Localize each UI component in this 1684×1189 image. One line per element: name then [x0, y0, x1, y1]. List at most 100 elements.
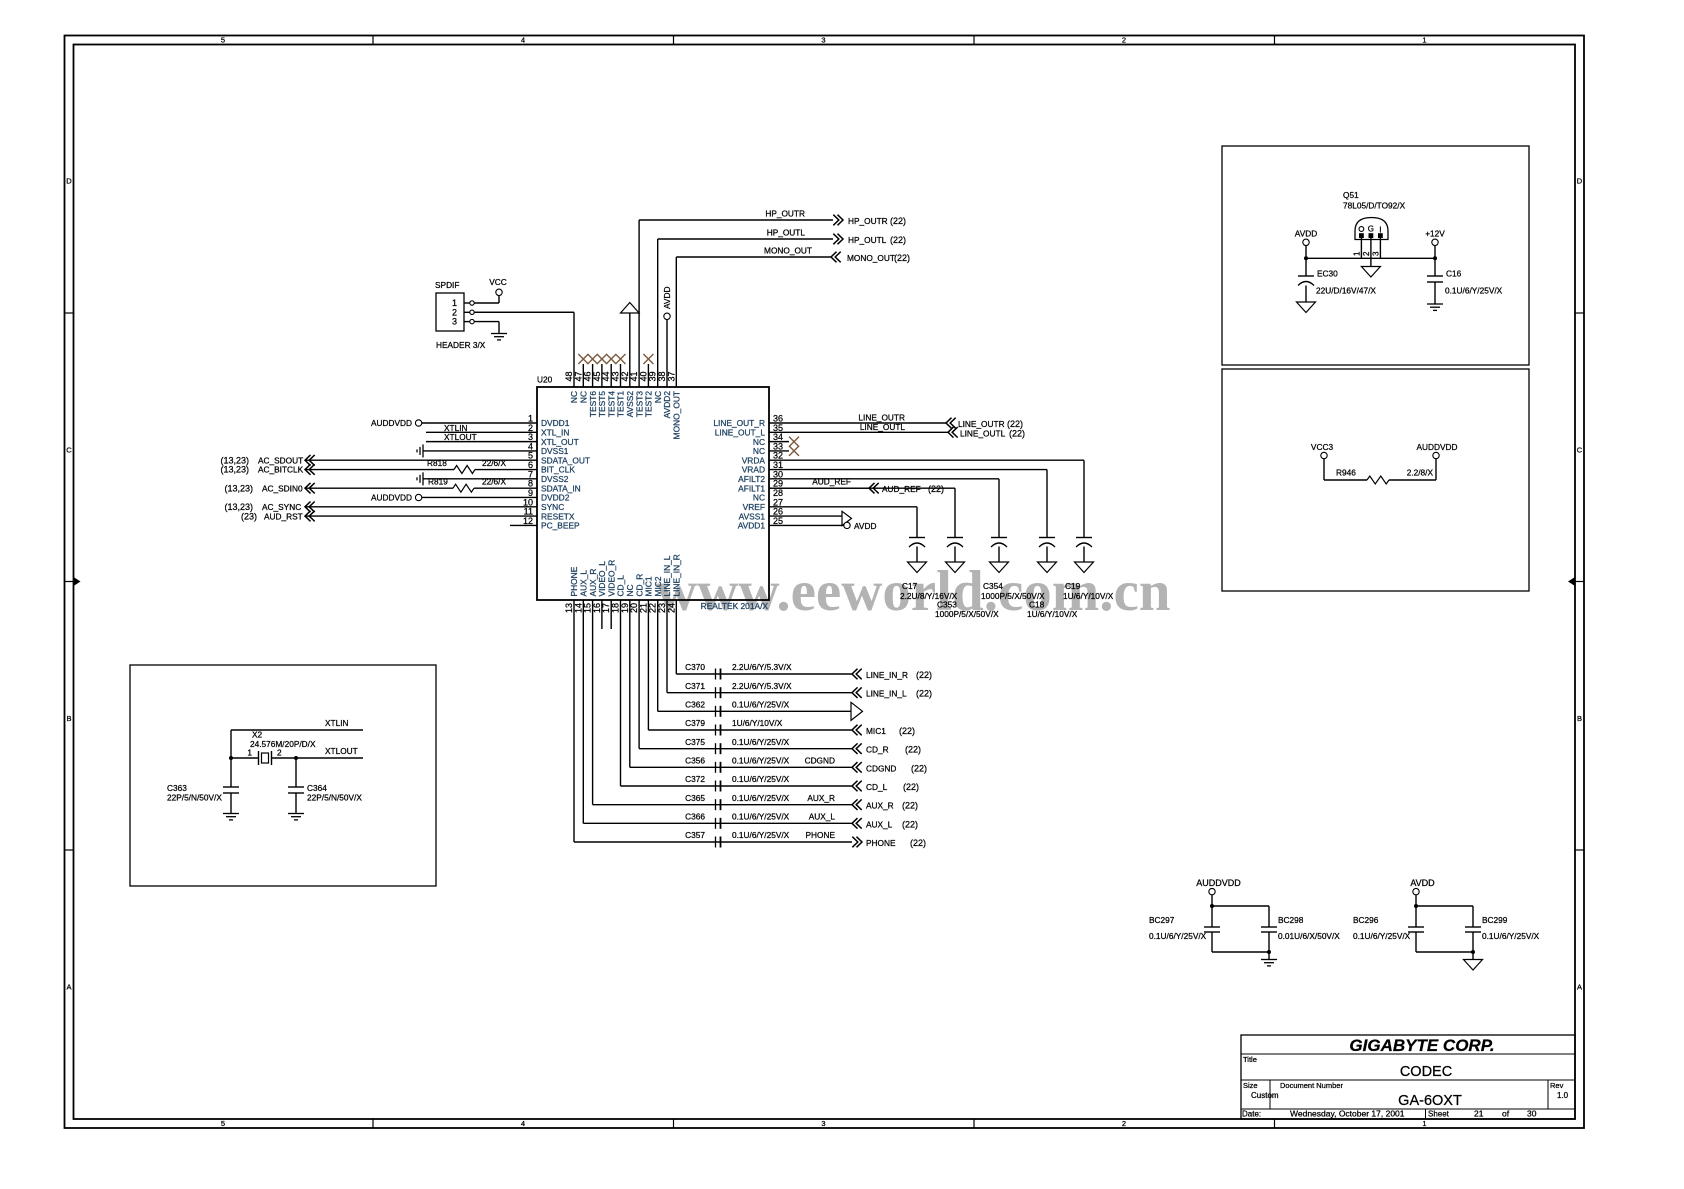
svg-text:(22): (22)	[916, 689, 932, 699]
svg-text:37: 37	[666, 371, 676, 381]
svg-text:47: 47	[573, 371, 583, 381]
svg-text:30: 30	[773, 469, 783, 479]
svg-text:11: 11	[524, 507, 533, 517]
svg-text:14: 14	[573, 603, 583, 613]
svg-text:Rev: Rev	[1550, 1081, 1564, 1090]
svg-text:22P/5/N/50V/X: 22P/5/N/50V/X	[167, 793, 222, 803]
svg-text:LINE_OUTL: LINE_OUTL	[860, 422, 906, 432]
svg-text:CDGND: CDGND	[866, 763, 896, 773]
svg-text:A: A	[66, 983, 71, 992]
svg-text:CD_L: CD_L	[866, 782, 888, 792]
svg-text:XTLOUT: XTLOUT	[444, 432, 477, 442]
svg-text:LINE_IN_R: LINE_IN_R	[866, 670, 908, 680]
svg-text:46: 46	[583, 371, 593, 381]
svg-text:LINE_OUT_R: LINE_OUT_R	[713, 418, 765, 428]
svg-text:41: 41	[629, 371, 639, 381]
svg-text:BC298: BC298	[1278, 915, 1304, 925]
svg-text:0.1U/6/Y/25V/X: 0.1U/6/Y/25V/X	[732, 774, 790, 784]
svg-text:2: 2	[277, 748, 282, 758]
svg-text:AVSS1: AVSS1	[739, 511, 766, 521]
svg-text:16: 16	[592, 603, 602, 613]
svg-text:21: 21	[638, 603, 648, 613]
svg-text:AUX_R: AUX_R	[807, 793, 835, 803]
svg-text:AVDD: AVDD	[662, 287, 672, 309]
svg-text:PHONE: PHONE	[805, 830, 835, 840]
svg-text:4: 4	[528, 441, 533, 451]
svg-text:AVDD: AVDD	[1295, 229, 1317, 239]
svg-text:2.2/8/X: 2.2/8/X	[1407, 468, 1434, 478]
svg-text:SDATA_OUT: SDATA_OUT	[541, 455, 590, 465]
svg-text:NC: NC	[569, 391, 579, 403]
svg-text:26: 26	[773, 507, 783, 517]
svg-text:(13,23): (13,23)	[220, 465, 249, 475]
svg-text:C: C	[1577, 446, 1583, 455]
svg-text:AUDDVDD: AUDDVDD	[1416, 442, 1457, 452]
svg-text:AFILT2: AFILT2	[738, 474, 765, 484]
svg-text:BIT_CLK: BIT_CLK	[541, 465, 575, 475]
svg-text:C372: C372	[685, 774, 705, 784]
svg-text:D: D	[66, 177, 72, 186]
svg-text:+12V: +12V	[1425, 229, 1445, 239]
svg-text:XTLIN: XTLIN	[325, 718, 349, 728]
svg-text:Q51: Q51	[1343, 190, 1359, 200]
svg-text:C362: C362	[685, 700, 705, 710]
svg-text:TEST6: TEST6	[588, 391, 598, 417]
svg-text:RESETX: RESETX	[541, 511, 575, 521]
svg-text:2.2U/6/Y/5.3V/X: 2.2U/6/Y/5.3V/X	[732, 662, 792, 672]
svg-text:VRAD: VRAD	[742, 465, 765, 475]
svg-text:25: 25	[773, 516, 783, 526]
svg-text:NC: NC	[625, 584, 635, 596]
svg-text:3: 3	[452, 317, 457, 327]
svg-text:DVDD2: DVDD2	[541, 493, 570, 503]
svg-text:5: 5	[528, 451, 533, 461]
svg-text:AUX_R: AUX_R	[866, 801, 894, 811]
svg-text:18: 18	[611, 603, 621, 613]
svg-text:VCC: VCC	[489, 277, 507, 287]
svg-text:17: 17	[601, 603, 611, 613]
svg-text:Size: Size	[1243, 1081, 1258, 1090]
svg-text:LINE_IN_L: LINE_IN_L	[662, 555, 672, 596]
svg-text:0.1U/6/Y/25V/X: 0.1U/6/Y/25V/X	[732, 700, 790, 710]
svg-text:4: 4	[521, 36, 525, 45]
svg-text:2: 2	[528, 423, 533, 433]
svg-text:(22): (22)	[905, 745, 921, 755]
svg-text:(22): (22)	[928, 484, 944, 494]
svg-text:(22): (22)	[899, 726, 915, 736]
svg-text:I: I	[1379, 226, 1381, 235]
svg-text:SDATA_IN: SDATA_IN	[541, 483, 581, 493]
svg-text:CDGND: CDGND	[805, 756, 835, 766]
svg-text:DVSS2: DVSS2	[541, 474, 569, 484]
svg-text:(22): (22)	[890, 235, 906, 245]
svg-text:38: 38	[657, 371, 667, 381]
svg-text:40: 40	[638, 371, 648, 381]
svg-text:VREF: VREF	[743, 502, 765, 512]
svg-text:TEST5: TEST5	[597, 391, 607, 417]
svg-text:AUX_R: AUX_R	[588, 569, 598, 597]
svg-text:27: 27	[773, 497, 783, 507]
svg-text:(22): (22)	[916, 670, 932, 680]
svg-text:C363: C363	[167, 783, 187, 793]
svg-text:C371: C371	[685, 681, 705, 691]
svg-text:29: 29	[773, 479, 783, 489]
svg-text:4: 4	[521, 1119, 525, 1128]
svg-text:R818: R818	[427, 458, 447, 468]
svg-text:XTLOUT: XTLOUT	[325, 746, 358, 756]
svg-text:SPDIF: SPDIF	[435, 280, 459, 290]
svg-text:1: 1	[247, 748, 252, 758]
svg-text:44: 44	[601, 371, 611, 381]
svg-text:3: 3	[821, 36, 825, 45]
svg-text:HEADER 3/X: HEADER 3/X	[436, 340, 486, 350]
svg-text:R819: R819	[428, 477, 448, 487]
svg-text:XTL_OUT: XTL_OUT	[541, 437, 579, 447]
svg-text:31: 31	[773, 460, 783, 470]
svg-text:22P/5/N/50V/X: 22P/5/N/50V/X	[307, 793, 362, 803]
svg-text:C364: C364	[307, 783, 327, 793]
svg-text:AC_SDIN0: AC_SDIN0	[262, 483, 303, 493]
svg-text:NC: NC	[579, 391, 589, 403]
svg-text:of: of	[1502, 1109, 1510, 1119]
svg-text:78L05/D/TO92/X: 78L05/D/TO92/X	[1343, 201, 1406, 211]
svg-text:42: 42	[620, 371, 630, 381]
svg-text:REALTEK 201A/X: REALTEK 201A/X	[701, 601, 769, 611]
svg-text:AVDD: AVDD	[854, 521, 876, 531]
svg-text:36: 36	[773, 414, 783, 424]
